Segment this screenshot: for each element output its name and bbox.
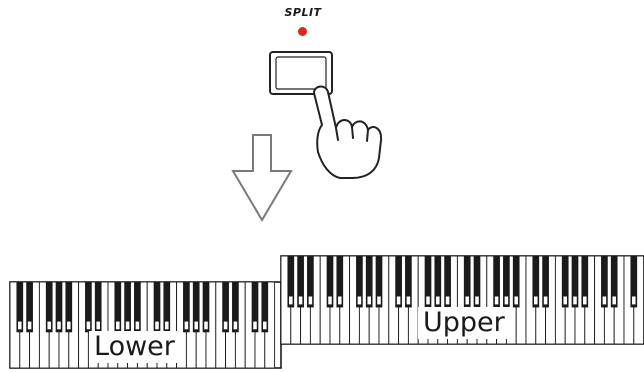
black-key-highlight xyxy=(57,321,61,330)
black-key-highlight xyxy=(67,321,71,330)
black-key-highlight xyxy=(494,296,499,305)
black-key-highlight xyxy=(563,296,567,305)
down-arrow-icon xyxy=(231,134,293,222)
black-key xyxy=(261,281,269,333)
black-key xyxy=(287,255,295,308)
black-key-highlight xyxy=(96,321,100,330)
black-key-highlight xyxy=(612,296,616,305)
black-key-highlight xyxy=(602,296,607,305)
black-key-highlight xyxy=(445,296,450,305)
lower-zone-label: Lower xyxy=(89,331,180,363)
black-key-highlight xyxy=(86,321,91,330)
black-key-highlight xyxy=(184,321,189,330)
black-key-highlight xyxy=(514,296,518,305)
black-key xyxy=(610,255,618,308)
black-key-highlight xyxy=(573,296,577,305)
black-key xyxy=(85,281,92,333)
black-key xyxy=(601,255,608,308)
black-key xyxy=(405,255,412,308)
black-key xyxy=(395,255,402,308)
black-key xyxy=(512,255,520,308)
black-key-highlight xyxy=(367,296,371,305)
black-key xyxy=(45,281,53,333)
upper-zone-label: Upper xyxy=(418,307,510,339)
split-led-indicator xyxy=(298,27,307,36)
black-key-highlight xyxy=(18,321,22,330)
lower-keyboard xyxy=(9,281,282,369)
black-key xyxy=(202,281,210,333)
black-key-highlight xyxy=(465,296,469,305)
black-key xyxy=(65,281,73,333)
black-key xyxy=(375,255,383,308)
black-key-highlight xyxy=(543,296,548,305)
black-key xyxy=(26,281,33,333)
black-key xyxy=(55,281,63,333)
black-key-highlight xyxy=(328,296,332,305)
black-key-highlight xyxy=(194,321,198,330)
split-label: SPLIT xyxy=(284,6,322,19)
black-key xyxy=(326,255,334,308)
black-key xyxy=(365,255,373,308)
black-key-highlight xyxy=(632,296,636,305)
black-key-highlight xyxy=(534,296,538,305)
black-key xyxy=(251,281,259,333)
black-key-highlight xyxy=(233,321,238,330)
black-key xyxy=(571,255,579,308)
black-key-highlight xyxy=(406,296,411,305)
black-key-highlight xyxy=(357,296,362,305)
black-key xyxy=(542,255,549,308)
black-key xyxy=(297,255,304,308)
black-key-highlight xyxy=(308,296,313,305)
black-key xyxy=(222,281,229,333)
black-key-highlight xyxy=(223,321,228,330)
black-key-highlight xyxy=(475,296,479,305)
black-key-highlight xyxy=(338,296,342,305)
black-key-highlight xyxy=(204,321,208,330)
split-button[interactable] xyxy=(269,51,333,95)
black-key-highlight xyxy=(165,321,169,330)
black-key xyxy=(532,255,540,308)
black-key-highlight xyxy=(504,296,509,305)
black-key-highlight xyxy=(125,321,130,330)
pointing-hand-icon xyxy=(313,85,383,179)
black-key xyxy=(561,255,569,308)
black-key-highlight xyxy=(583,296,587,305)
black-key-highlight xyxy=(135,321,140,330)
black-key-highlight xyxy=(253,321,257,330)
black-key xyxy=(581,255,589,308)
black-key xyxy=(183,281,190,333)
black-key xyxy=(307,255,314,308)
black-key xyxy=(16,281,24,333)
black-key xyxy=(192,281,200,333)
black-key-highlight xyxy=(396,296,401,305)
black-key xyxy=(356,255,363,308)
black-key-highlight xyxy=(436,296,440,305)
black-key-highlight xyxy=(426,296,430,305)
black-key-highlight xyxy=(377,296,381,305)
black-key-highlight xyxy=(47,321,51,330)
black-key xyxy=(630,255,638,308)
black-key-highlight xyxy=(289,296,293,305)
black-key-highlight xyxy=(263,321,267,330)
black-key xyxy=(336,255,344,308)
black-key-highlight xyxy=(116,321,120,330)
black-key-highlight xyxy=(27,321,32,330)
black-key-highlight xyxy=(298,296,303,305)
black-key xyxy=(232,281,239,333)
black-key-highlight xyxy=(155,321,159,330)
